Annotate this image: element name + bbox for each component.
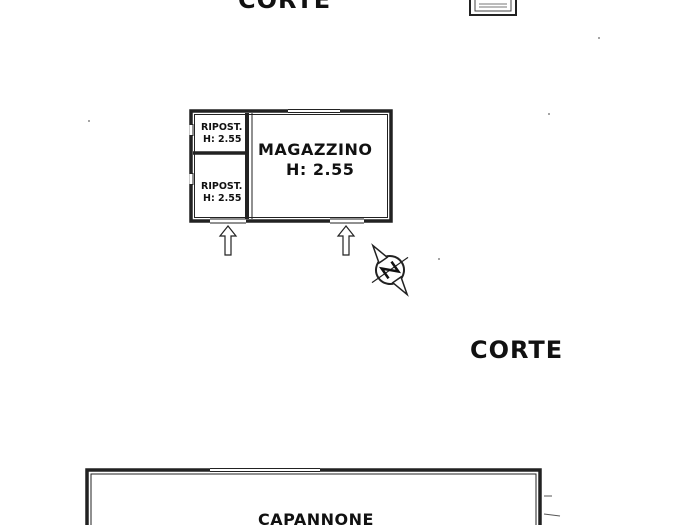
capannone-building [85, 468, 542, 525]
speck [438, 258, 440, 260]
stamp-icon [469, 0, 517, 16]
speck [548, 113, 550, 115]
magazzino-building [189, 109, 393, 224]
edge-marks [543, 495, 561, 517]
corte-label-mid: CORTE [470, 336, 564, 364]
speck [598, 37, 600, 39]
corte-label-top: CORTE [238, 0, 332, 14]
speck [88, 120, 90, 122]
entrance-arrow-icon [336, 225, 356, 256]
ripost-label-2: RIPOST. [201, 181, 243, 192]
ripost-height-label-1: H: 2.55 [203, 134, 242, 145]
ripost-label-1: RIPOST. [201, 122, 243, 133]
magazzino-height-label: H: 2.55 [286, 160, 355, 179]
ripost-height-label-2: H: 2.55 [203, 193, 242, 204]
north-arrow-icon [371, 243, 409, 297]
magazzino-label: MAGAZZINO [258, 140, 373, 159]
entrance-arrow-icon [218, 225, 238, 256]
capannone-label: CAPANNONE [258, 510, 374, 529]
